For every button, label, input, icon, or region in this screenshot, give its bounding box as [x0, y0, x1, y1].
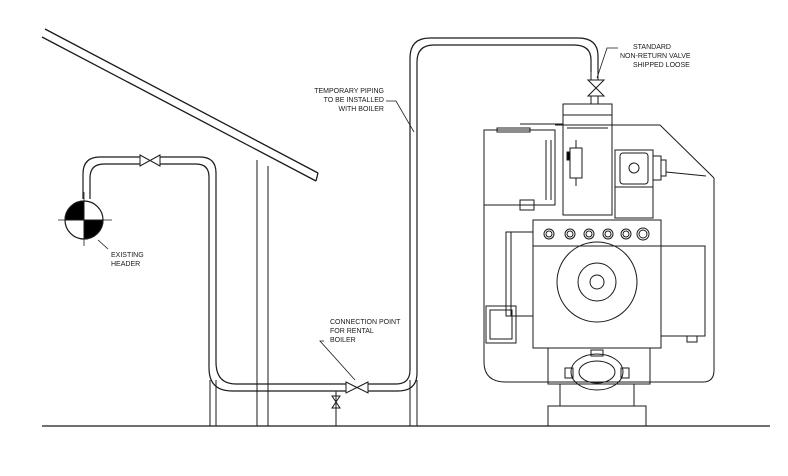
connection-point-valve [345, 381, 369, 394]
existing-header-symbol [58, 192, 112, 246]
burner-front-panel [532, 219, 662, 349]
label-connection-point: CONNECTION POINT FOR RENTAL BOILER [330, 319, 401, 344]
header-pipe-loop [82, 37, 599, 392]
label-nonreturn-valve-line-3: SHIPPED LOOSE [633, 62, 690, 69]
boiler-steam-outlet [562, 103, 613, 216]
header-gate-valve [139, 154, 161, 167]
roof-slope [41, 28, 319, 182]
label-connection-point-line-3: BOILER [330, 337, 356, 344]
label-connection-point-line-1: CONNECTION POINT [330, 319, 401, 326]
label-nonreturn-valve-line-1: STANDARD [633, 44, 671, 51]
label-temporary-piping: TEMPORARY PIPING TO BE INSTALLED WITH BO… [314, 88, 384, 113]
non-return-valve [586, 72, 606, 104]
label-existing-header-line-1: EXISTING [111, 252, 144, 259]
label-temporary-piping-line-3: WITH BOILER [338, 106, 384, 113]
boiler-base [547, 348, 651, 427]
pipe-support-legs [209, 380, 418, 426]
level-gauge [566, 140, 583, 186]
label-nonreturn-valve: STANDARD NON-RETURN VALVE SHIPPED LOOSE [620, 44, 691, 69]
label-nonreturn-valve-line-2: NON-RETURN VALVE [620, 53, 691, 60]
label-temporary-piping-line-2: TO BE INSTALLED [324, 97, 384, 104]
label-connection-point-line-2: FOR RENTAL [330, 328, 374, 335]
control-cabinet [485, 231, 706, 344]
support-column [256, 160, 269, 426]
label-existing-header: EXISTING HEADER [111, 252, 144, 268]
boiler-casing [483, 123, 715, 383]
label-temporary-piping-line-1: TEMPORARY PIPING [314, 88, 384, 95]
blower-motor [614, 149, 707, 219]
label-existing-header-line-2: HEADER [111, 261, 140, 268]
drain-valve [331, 391, 341, 426]
leader-lines [97, 47, 618, 381]
